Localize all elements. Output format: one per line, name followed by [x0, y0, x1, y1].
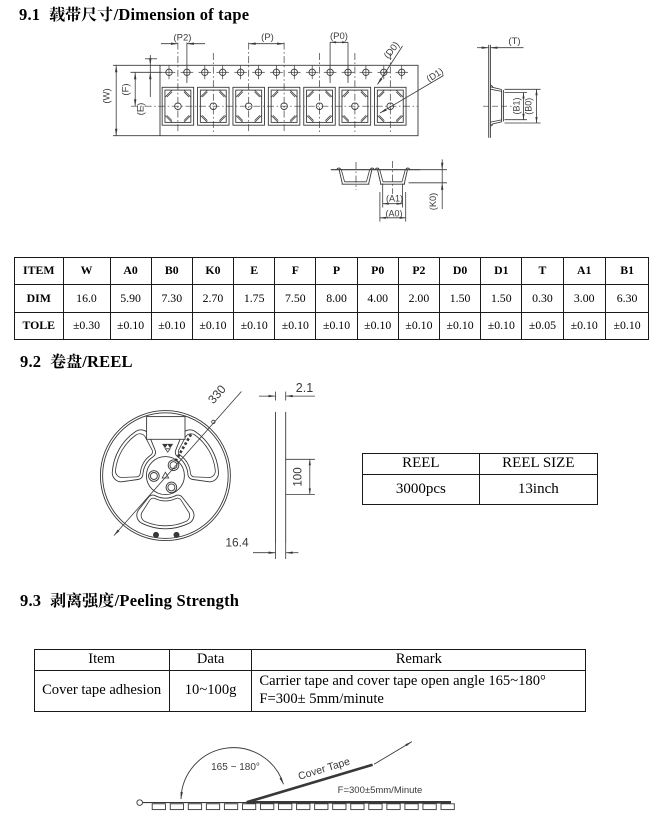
svg-text:(K0): (K0): [428, 193, 438, 210]
svg-text:2.1: 2.1: [296, 381, 313, 395]
svg-text:(P2): (P2): [174, 32, 192, 43]
svg-text:(B0): (B0): [524, 98, 534, 115]
svg-text:(T): (T): [508, 36, 520, 47]
svg-text:(E): (E): [136, 103, 147, 116]
svg-text:(W): (W): [102, 88, 113, 103]
svg-text:100: 100: [293, 467, 305, 486]
svg-text:(B1): (B1): [511, 97, 521, 114]
svg-text:(F): (F): [121, 83, 132, 95]
svg-text:330: 330: [205, 382, 229, 407]
svg-text:165 ~ 180°: 165 ~ 180°: [211, 762, 260, 773]
svg-text:(D1): (D1): [425, 66, 445, 84]
svg-text:(A0): (A0): [385, 208, 402, 218]
svg-text:F=300±5mm/Minute: F=300±5mm/Minute: [338, 785, 423, 796]
svg-text:16.4: 16.4: [225, 536, 249, 550]
svg-text:(P0): (P0): [330, 31, 348, 42]
svg-text:(A1): (A1): [386, 193, 403, 203]
svg-text:(D0): (D0): [382, 40, 402, 61]
svg-text:(P): (P): [261, 32, 274, 43]
